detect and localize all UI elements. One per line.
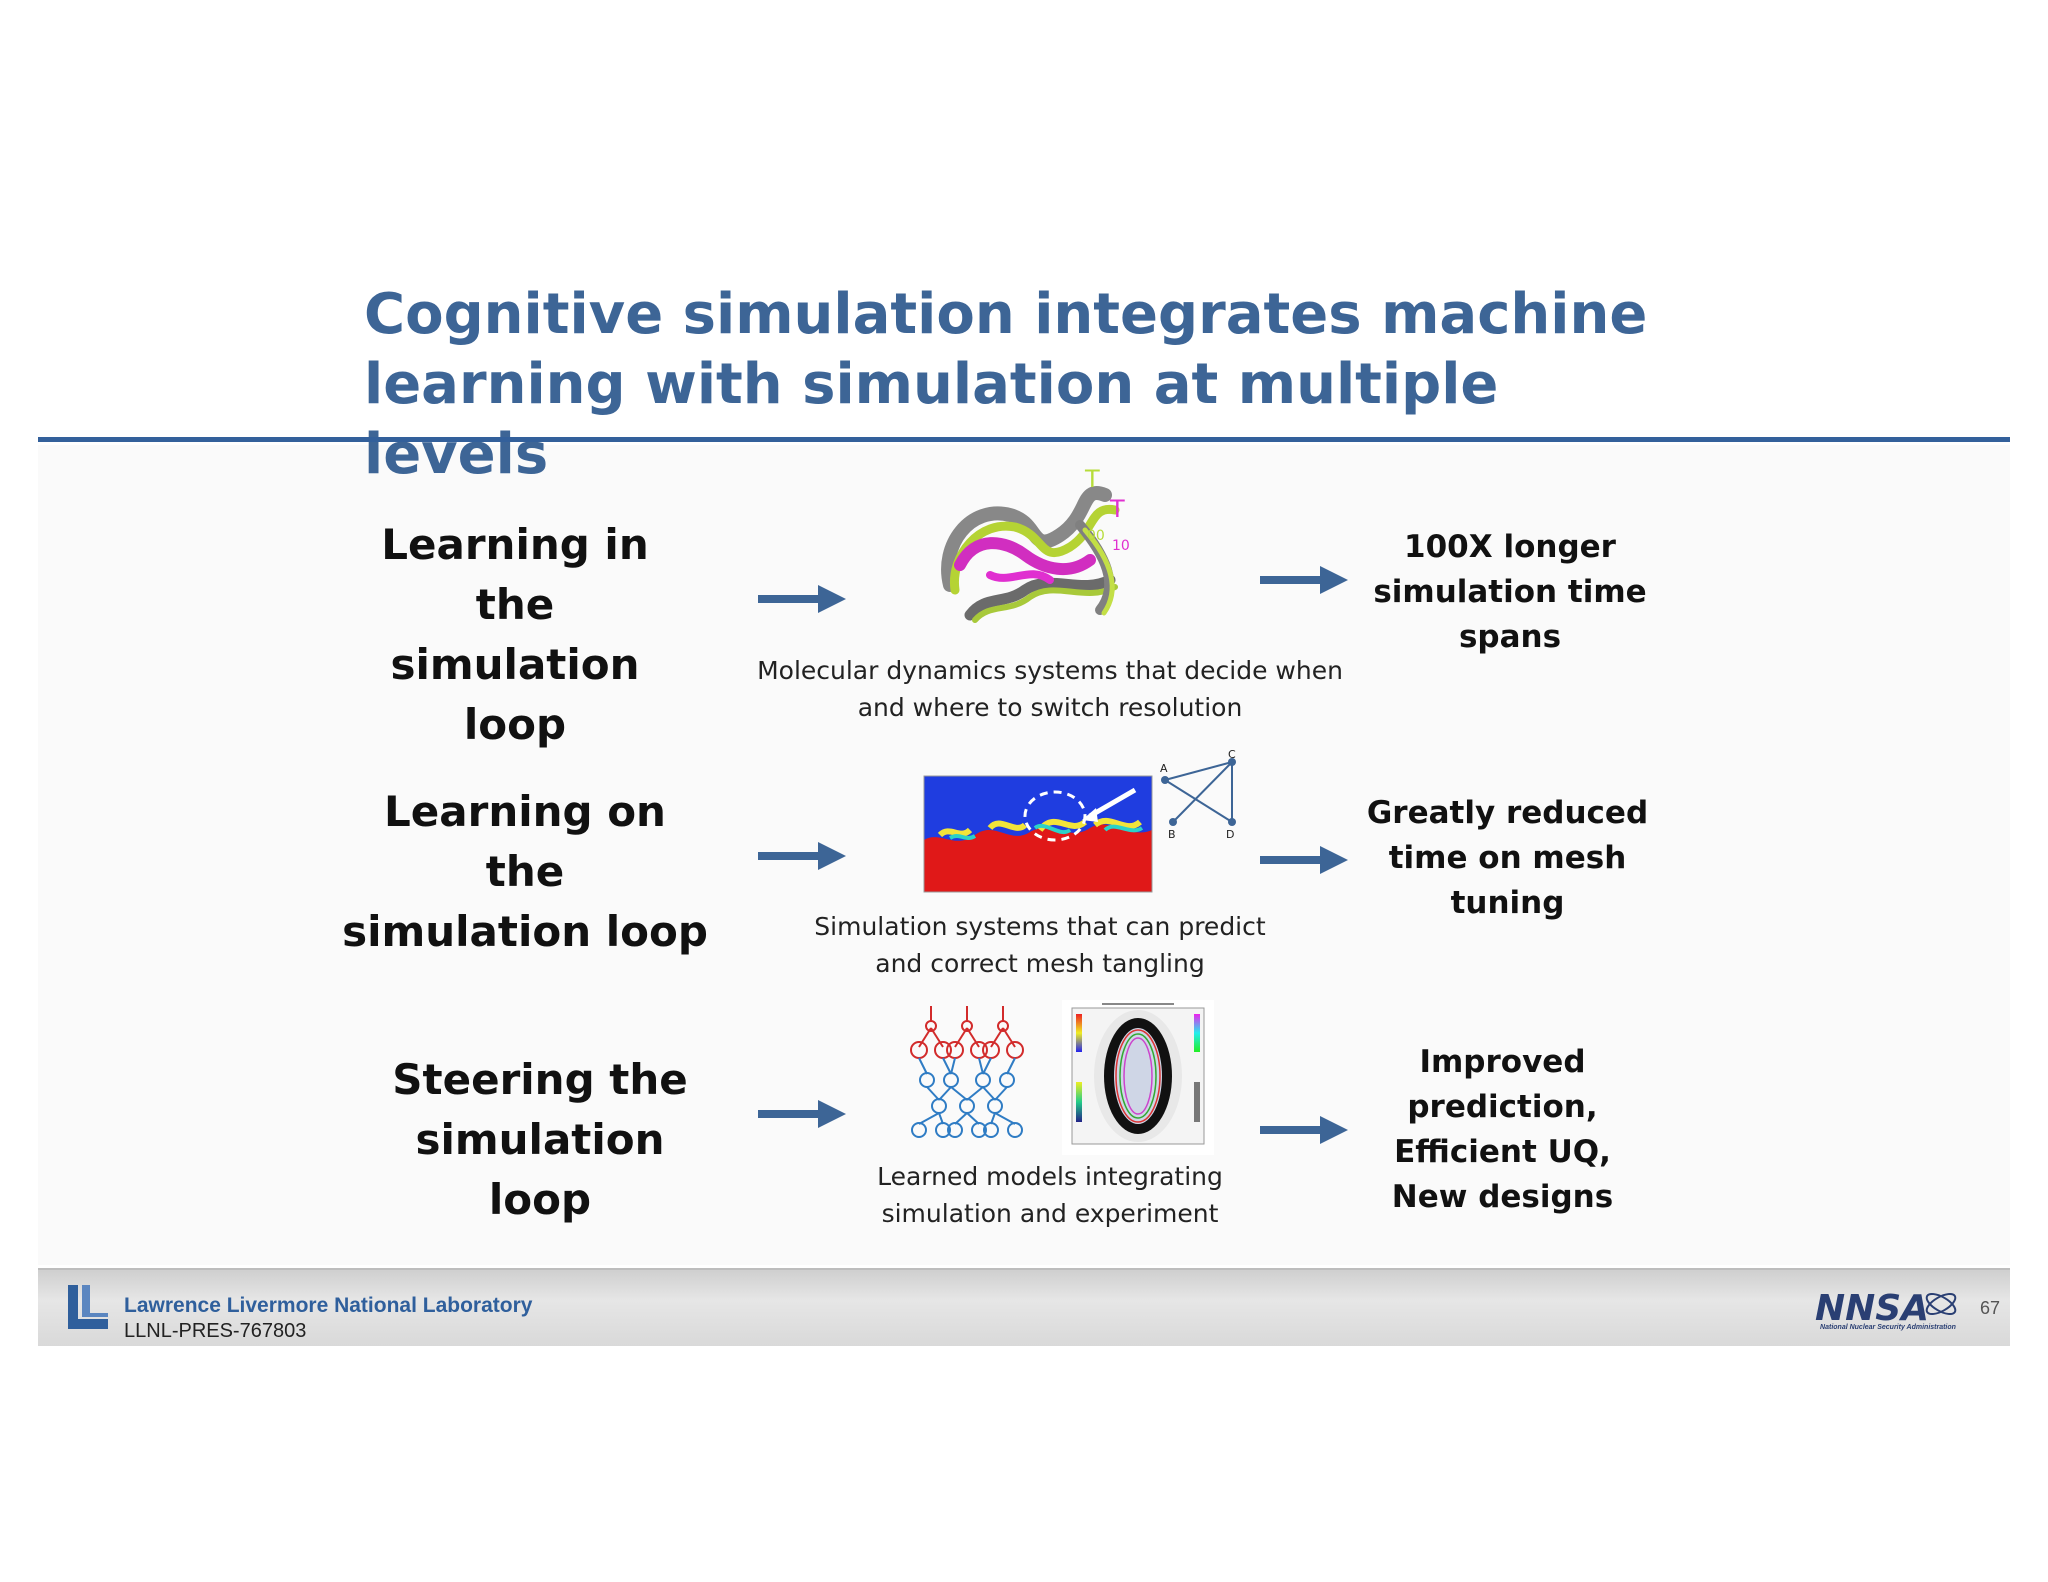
row3-caption: Learned models integrating simulation an… — [877, 1162, 1223, 1228]
row2-right-arrow — [1260, 846, 1348, 874]
protein-structure-figure: T T 00 10 — [941, 465, 1130, 623]
row1-caption: Molecular dynamics systems that decide w… — [757, 656, 1343, 722]
title-line-2: learning with simulation at multiple lev… — [364, 352, 1499, 487]
row1-right-arrow — [1260, 566, 1348, 594]
row1-right-label: 100X longer simulation time spans — [1373, 529, 1647, 655]
figure-label-n2: 10 — [1112, 538, 1130, 554]
figure-label-t1: T — [1084, 465, 1100, 493]
footer-bar — [38, 1268, 2010, 1346]
neural-network-figure — [910, 1006, 1024, 1138]
row1-left-label: Learning in the simulation loop — [381, 520, 649, 749]
row3-left-label: Steering the simulation loop — [392, 1055, 688, 1224]
row1-left-arrow — [758, 585, 846, 613]
title-line-1: Cognitive simulation integrates machine — [364, 282, 1648, 347]
row3-left-arrow — [758, 1100, 846, 1128]
page-number: 67 — [1980, 1298, 2001, 1318]
figure-label-t2: T — [1109, 495, 1125, 523]
mesh-simulation-figure: A B C D — [923, 750, 1236, 893]
row2-left-arrow — [758, 842, 846, 870]
graph-node-d: D — [1226, 828, 1234, 841]
row2-left-label: Learning on the simulation loop — [342, 787, 708, 956]
graph-node-c: C — [1228, 750, 1236, 761]
row2-caption: Simulation systems that can predict and … — [814, 912, 1266, 978]
document-id: LLNL-PRES-767803 — [124, 1320, 307, 1342]
row3-right-arrow — [1260, 1116, 1348, 1144]
slide-title: Cognitive simulation integrates machine … — [364, 280, 1664, 490]
row3-right-label: Improved prediction, Efficient UQ, New d… — [1391, 1044, 1614, 1215]
nnsa-logo-text: NNSA — [1815, 1288, 1929, 1326]
row2-right-label: Greatly reduced time on mesh tuning — [1366, 795, 1649, 921]
title-divider — [38, 437, 2010, 442]
llnl-logo-icon — [68, 1285, 108, 1329]
figure-label-n1: 00 — [1087, 528, 1105, 544]
lab-name: Lawrence Livermore National Laboratory — [124, 1294, 533, 1317]
nnsa-logo: NNSA — [1815, 1288, 1957, 1326]
nnsa-subtitle: National Nuclear Security Administration — [1820, 1324, 1956, 1331]
implosion-experiment-plot — [1062, 1000, 1214, 1155]
graph-node-b: B — [1168, 828, 1176, 841]
graph-node-a: A — [1160, 762, 1168, 775]
